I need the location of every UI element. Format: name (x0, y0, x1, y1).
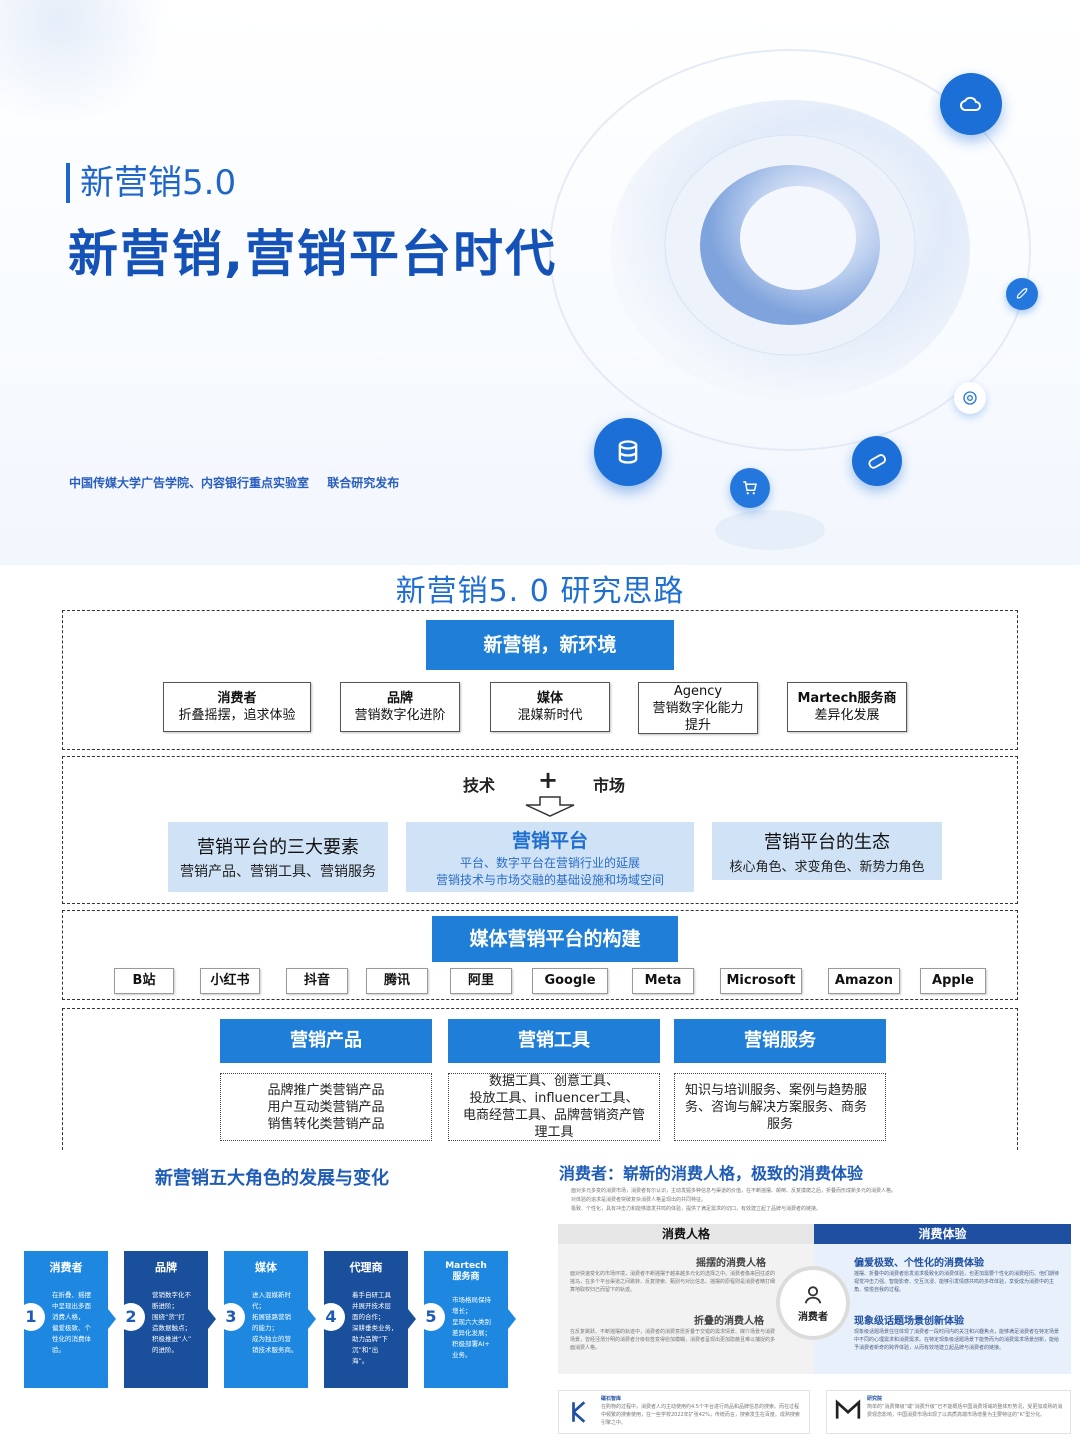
media-item-bilibili: B站 (114, 968, 174, 994)
pillar-services-content: 知识与培训服务、案例与趋势服 务、咨询与解决方案服务、商务 服务 (674, 1073, 886, 1141)
pillars-box (62, 1008, 1018, 1150)
market-label: 市场 (593, 776, 626, 795)
publisher-action: 联合研究发布 (327, 476, 400, 490)
pillar-tools-content: 数据工具、创意工具、 投放工具、influencer工具、 电商经营工具、品牌营… (448, 1073, 660, 1141)
platform-ecosystem-box: 营销平台的生态 核心角色、求变角色、新势力角色 (712, 822, 942, 880)
role-card-martech: Martech 服务商 5 市场格局保持 增长； 呈现六大类别 差异化发展； 积… (417, 1251, 516, 1388)
persona-text-1: 面对快速变化的市场环境，消费者不断摇摆于越来越多元化的选择之中。消费者像来回往返… (570, 1271, 776, 1293)
media-banner: 媒体营销平台的构建 (432, 916, 678, 962)
down-arrow-icon (525, 796, 575, 817)
pillar-products-content: 品牌推广类营销产品 用户互动类营销产品 销售转化类营销产品 (220, 1073, 432, 1141)
persona-header: 消费人格 (558, 1224, 814, 1244)
persona-sub-1: 摇摆的消费人格 (696, 1258, 766, 1269)
cart-icon-badge (730, 468, 770, 508)
env-item-media: 媒体 混媒新时代 (490, 682, 610, 732)
tech-label: 技术 (463, 776, 496, 795)
pillar-services-header: 营销服务 (674, 1019, 886, 1063)
cover-section: 新营销5.0 新营销,营销平台时代 中国传媒大学广告学院、内容银行重点实验室 联… (0, 0, 1080, 565)
rocket-icon (1016, 288, 1028, 299)
database-icon-badge (594, 418, 662, 486)
media-item-google: Google (532, 968, 608, 994)
rocket-icon-badge (1006, 278, 1038, 310)
env-item-brand: 品牌 营销数字化进阶 (340, 682, 460, 732)
m-logo-icon (835, 1399, 861, 1419)
media-item-tencent: 腾讯 (366, 968, 428, 994)
env-item-consumer: 消费者 折叠摇摆，追求体验 (163, 682, 311, 732)
role-card-agency: 代理商 4 着手自研工具 并展开技术层 面的合作； 深耕垂类业务， 助力品牌“下… (317, 1251, 416, 1388)
experience-text-2: 现象级话题场景往往体现了消费者一段时间内的关注和兴趣焦点，能够满足消费者在特定场… (854, 1329, 1060, 1351)
orbit-rings-graphic (549, 49, 1031, 550)
game-controller-icon-badge (852, 436, 902, 486)
consumer-center-label: 消费者 (798, 1311, 828, 1323)
cover-title: 新营销,营销平台时代 (68, 225, 557, 283)
chrome-icon-badge (954, 382, 986, 414)
pillar-tools-header: 营销工具 (448, 1019, 660, 1063)
footnote-card-right: 研究院 简单的“消费降级”或“消费升级”已不能概括中国消费领域的整体形势况，受更… (826, 1390, 1071, 1434)
role-card-media: 媒体 3 进入混媒新时 代； 拓展链路营销 的能力； 成为独立的营 销技术服务商… (217, 1251, 316, 1388)
environment-box (62, 610, 1018, 750)
media-box (62, 910, 1018, 1000)
consumer-center-badge: 消费者 (780, 1270, 846, 1336)
chrome-icon (963, 391, 977, 405)
env-item-martech: Martech服务商 差异化发展 (787, 682, 907, 732)
platform-core-box: 营销平台 平台、数字平台在营销行业的延展 营销技术与市场交融的基础设施和场域空间 (406, 822, 694, 892)
media-item-apple: Apple (920, 968, 986, 994)
media-item-microsoft: Microsoft (720, 968, 802, 994)
plus-sign: + (538, 766, 559, 794)
media-item-amazon: Amazon (828, 968, 900, 994)
experience-panel: 消费体验 偏爱极致、个性化的消费体验 摇摆、折叠中的消费者愈发追求极致化的消费体… (814, 1224, 1071, 1374)
k-logo-icon (572, 1401, 586, 1423)
persona-sub-2: 折叠的消费人格 (694, 1316, 764, 1327)
cover-publisher: 中国传媒大学广告学院、内容银行重点实验室 联合研究发布 (69, 474, 413, 491)
consumer-title: 消费者：崭新的消费人格，极致的消费体验 (559, 1164, 864, 1183)
environment-banner: 新营销，新环境 (426, 620, 674, 670)
experience-sub-2: 现象级话题场景创新体验 (854, 1316, 964, 1327)
persona-text-2: 在反复跳跃、不断摇摆的轨迹中，消费者的消费意愿折叠于交错的需求情景、媒介场景与消… (570, 1329, 776, 1351)
persona-panel: 消费人格 摇摆的消费人格 面对快速变化的市场环境，消费者不断摇摆于越来越多元化的… (558, 1224, 814, 1374)
role-card-brand: 品牌 2 营销数字化不 断进阶； 围绕“货”打 造数据触点； 积极推进“人” 的… (117, 1251, 216, 1388)
game-controller-icon (868, 454, 887, 469)
experience-header: 消费体验 (814, 1224, 1071, 1244)
platform-elements-box: 营销平台的三大要素 营销产品、营销工具、营销服务 (168, 822, 388, 892)
footnote-left-brand: 磁石智库 (601, 1396, 622, 1402)
media-item-alibaba: 阿里 (450, 968, 512, 994)
footnote-left-text: 在购物的过程中，消费者人均主动使用约4.5个平台进行商品和品牌信息的搜索。而在过… (601, 1404, 800, 1426)
cloud-icon-badge (940, 73, 1002, 135)
footnote-card-left: 磁石智库 在购物的过程中，消费者人均主动使用约4.5个平台进行商品和品牌信息的搜… (558, 1390, 810, 1434)
media-item-douyin: 抖音 (286, 968, 348, 994)
consumer-intro-1: 面对多元多变的消费市场，消费者有尔认识，主动发掘多种信息与渠道的价值，在不断摇摆… (571, 1188, 897, 1194)
experience-sub-1: 偏爱极致、个性化的消费体验 (854, 1258, 984, 1269)
consumer-intro-3: 极致、个性化，具有冲击力和能够激发共鸣的体验，提供了满足需求的切口，有效建立起了… (571, 1206, 822, 1212)
consumer-intro-2: 对体验的追求是消费者突破复杂消费人格呈现出的共同特征。 (571, 1197, 707, 1203)
research-title: 新营销5. 0 研究思路 (395, 574, 685, 609)
person-icon (804, 1285, 822, 1304)
footnote-right-brand: 研究院 (867, 1396, 883, 1402)
footnote-right-text: 简单的“消费降级”或“消费升级”已不能概括中国消费领域的整体形势况，受更加成熟的… (867, 1404, 1063, 1418)
cover-eyebrow: 新营销5.0 (66, 163, 236, 203)
roles-title: 新营销五大角色的发展与变化 (155, 1168, 389, 1189)
media-item-meta: Meta (632, 968, 694, 994)
env-item-agency: Agency 营销数字化能力 提升 (638, 682, 758, 734)
platform-box (62, 756, 1018, 904)
database-icon (618, 440, 638, 464)
publisher-org: 中国传媒大学广告学院、内容银行重点实验室 (69, 476, 310, 490)
pillar-products-header: 营销产品 (220, 1019, 432, 1063)
role-card-consumer: 消费者 1 在折叠、摇摆 中呈现出多面 消费人格， 偏爱极致、个 性化的消费体 … (17, 1251, 116, 1388)
experience-text-1: 摇摆、折叠中的消费者愈发追求极致化的消费体验，也更加需要个性化的消费经历。他们期… (854, 1271, 1060, 1293)
cloud-icon (959, 96, 981, 111)
cart-icon (743, 481, 757, 495)
media-item-xiaohongshu: 小红书 (200, 968, 260, 994)
